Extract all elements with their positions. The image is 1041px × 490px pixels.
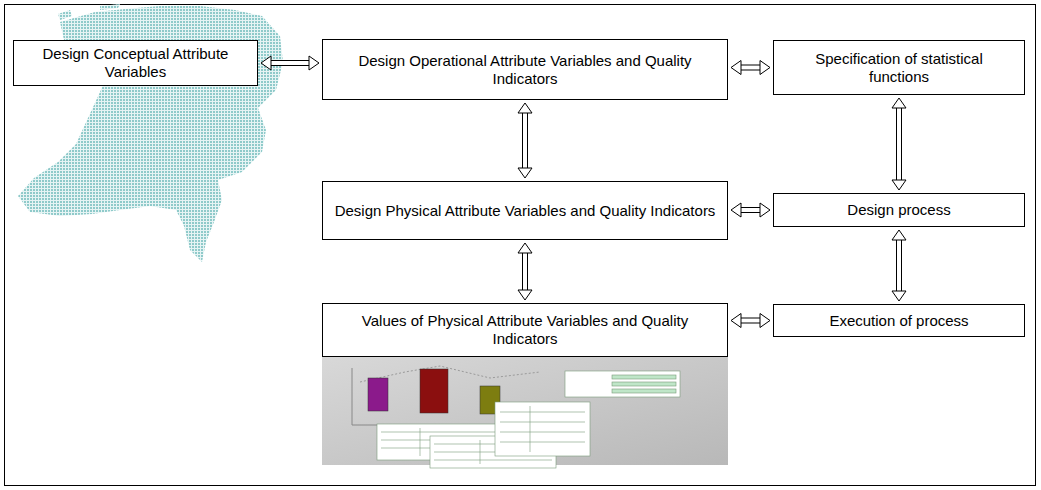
double-arrow bbox=[899, 240, 900, 291]
box-label: Specification of statistical functions bbox=[784, 50, 1014, 86]
arrow-shaft bbox=[741, 66, 760, 70]
box-label: Values of Physical Attribute Variables a… bbox=[333, 312, 717, 348]
box-label: Design Physical Attribute Variables and … bbox=[335, 202, 716, 220]
double-arrow bbox=[525, 253, 526, 290]
process-box: Execution of process bbox=[773, 304, 1025, 337]
arrow-outline bbox=[522, 253, 528, 290]
process-box: Specification of statistical functions bbox=[773, 40, 1025, 95]
arrow-shaft bbox=[523, 113, 527, 168]
arrow-outline bbox=[896, 108, 902, 180]
process-box: Design process bbox=[773, 193, 1025, 227]
double-arrow bbox=[271, 63, 309, 64]
arrow-shaft bbox=[523, 253, 527, 290]
double-arrow bbox=[899, 108, 900, 180]
arrow-shaft bbox=[897, 108, 901, 180]
double-arrow bbox=[741, 67, 760, 68]
box-label: Design process bbox=[847, 201, 950, 219]
box-label: Design Operational Attribute Variables a… bbox=[333, 52, 717, 88]
chart-illustration bbox=[322, 357, 728, 468]
arrow-shaft bbox=[271, 61, 309, 65]
arrow-shaft bbox=[741, 319, 760, 323]
double-arrow bbox=[741, 320, 760, 321]
process-box: Design Operational Attribute Variables a… bbox=[322, 39, 728, 100]
box-label: Design Conceptual Attribute Variables bbox=[24, 45, 247, 81]
arrow-outline bbox=[896, 240, 902, 291]
arrow-outline bbox=[741, 65, 760, 71]
arrow-outline bbox=[741, 207, 760, 213]
arrow-shaft bbox=[897, 240, 901, 291]
process-box: Values of Physical Attribute Variables a… bbox=[322, 303, 728, 357]
outer-frame bbox=[5, 5, 1036, 486]
arrow-shaft bbox=[741, 208, 760, 212]
arrow-outline bbox=[522, 113, 528, 168]
double-arrow bbox=[525, 113, 526, 168]
double-arrow bbox=[741, 210, 760, 211]
arrow-outline bbox=[271, 60, 309, 66]
process-box: Design Physical Attribute Variables and … bbox=[322, 181, 728, 240]
process-box: Design Conceptual Attribute Variables bbox=[13, 40, 258, 86]
box-label: Execution of process bbox=[829, 312, 968, 330]
arrow-outline bbox=[741, 318, 760, 324]
